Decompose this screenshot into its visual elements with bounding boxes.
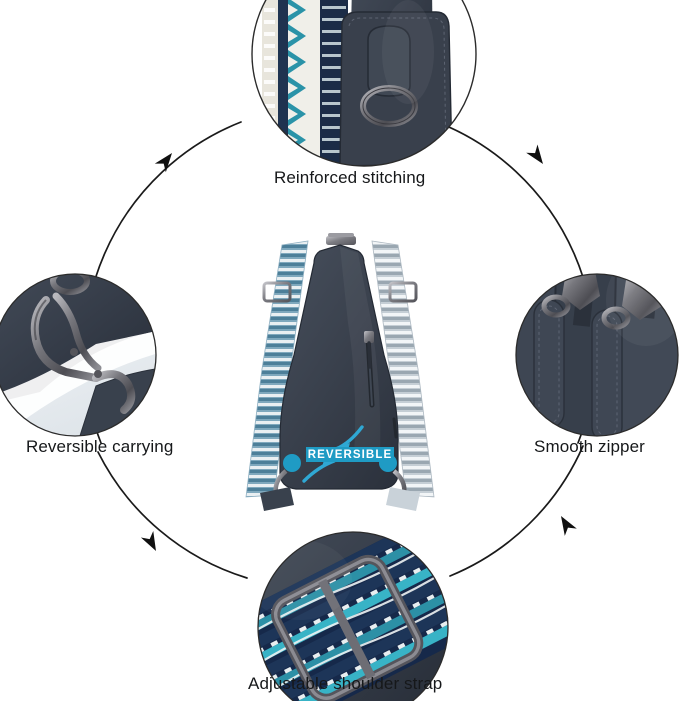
strap-adjuster-right [388, 281, 418, 303]
feature-caption-reinforced-stitching: Reinforced stitching [274, 168, 426, 187]
bubble-art-reinforced-stitching [252, 0, 476, 166]
bubble-art-reversible-carrying [0, 274, 156, 436]
bubble-art-adjustable-shoulder-strap [258, 532, 448, 701]
zipper-pull-icon-center [364, 331, 374, 369]
strap-adjuster-left [262, 281, 292, 303]
feature-caption-smooth-zipper: Smooth zipper [534, 437, 645, 456]
strap-anchor-left [283, 454, 301, 472]
feature-caption-reversible-carrying: Reversible carrying [26, 437, 174, 456]
reversible-banner: REVERSIBLE [306, 447, 394, 462]
arrow-top-left-icon [154, 153, 172, 173]
arrow-bottom-left-icon [140, 530, 156, 551]
reversible-arrow-icon-bottom [302, 459, 336, 483]
feature-caption-adjustable-shoulder-strap: Adjustable shoulder strap [248, 674, 443, 693]
arrow-top-right-icon [526, 144, 543, 164]
arrow-bottom-right-icon [561, 516, 577, 536]
reversible-banner-label: REVERSIBLE [307, 448, 393, 461]
bubble-art-smooth-zipper [516, 274, 678, 436]
center-product-image: REVERSIBLE [212, 205, 467, 515]
